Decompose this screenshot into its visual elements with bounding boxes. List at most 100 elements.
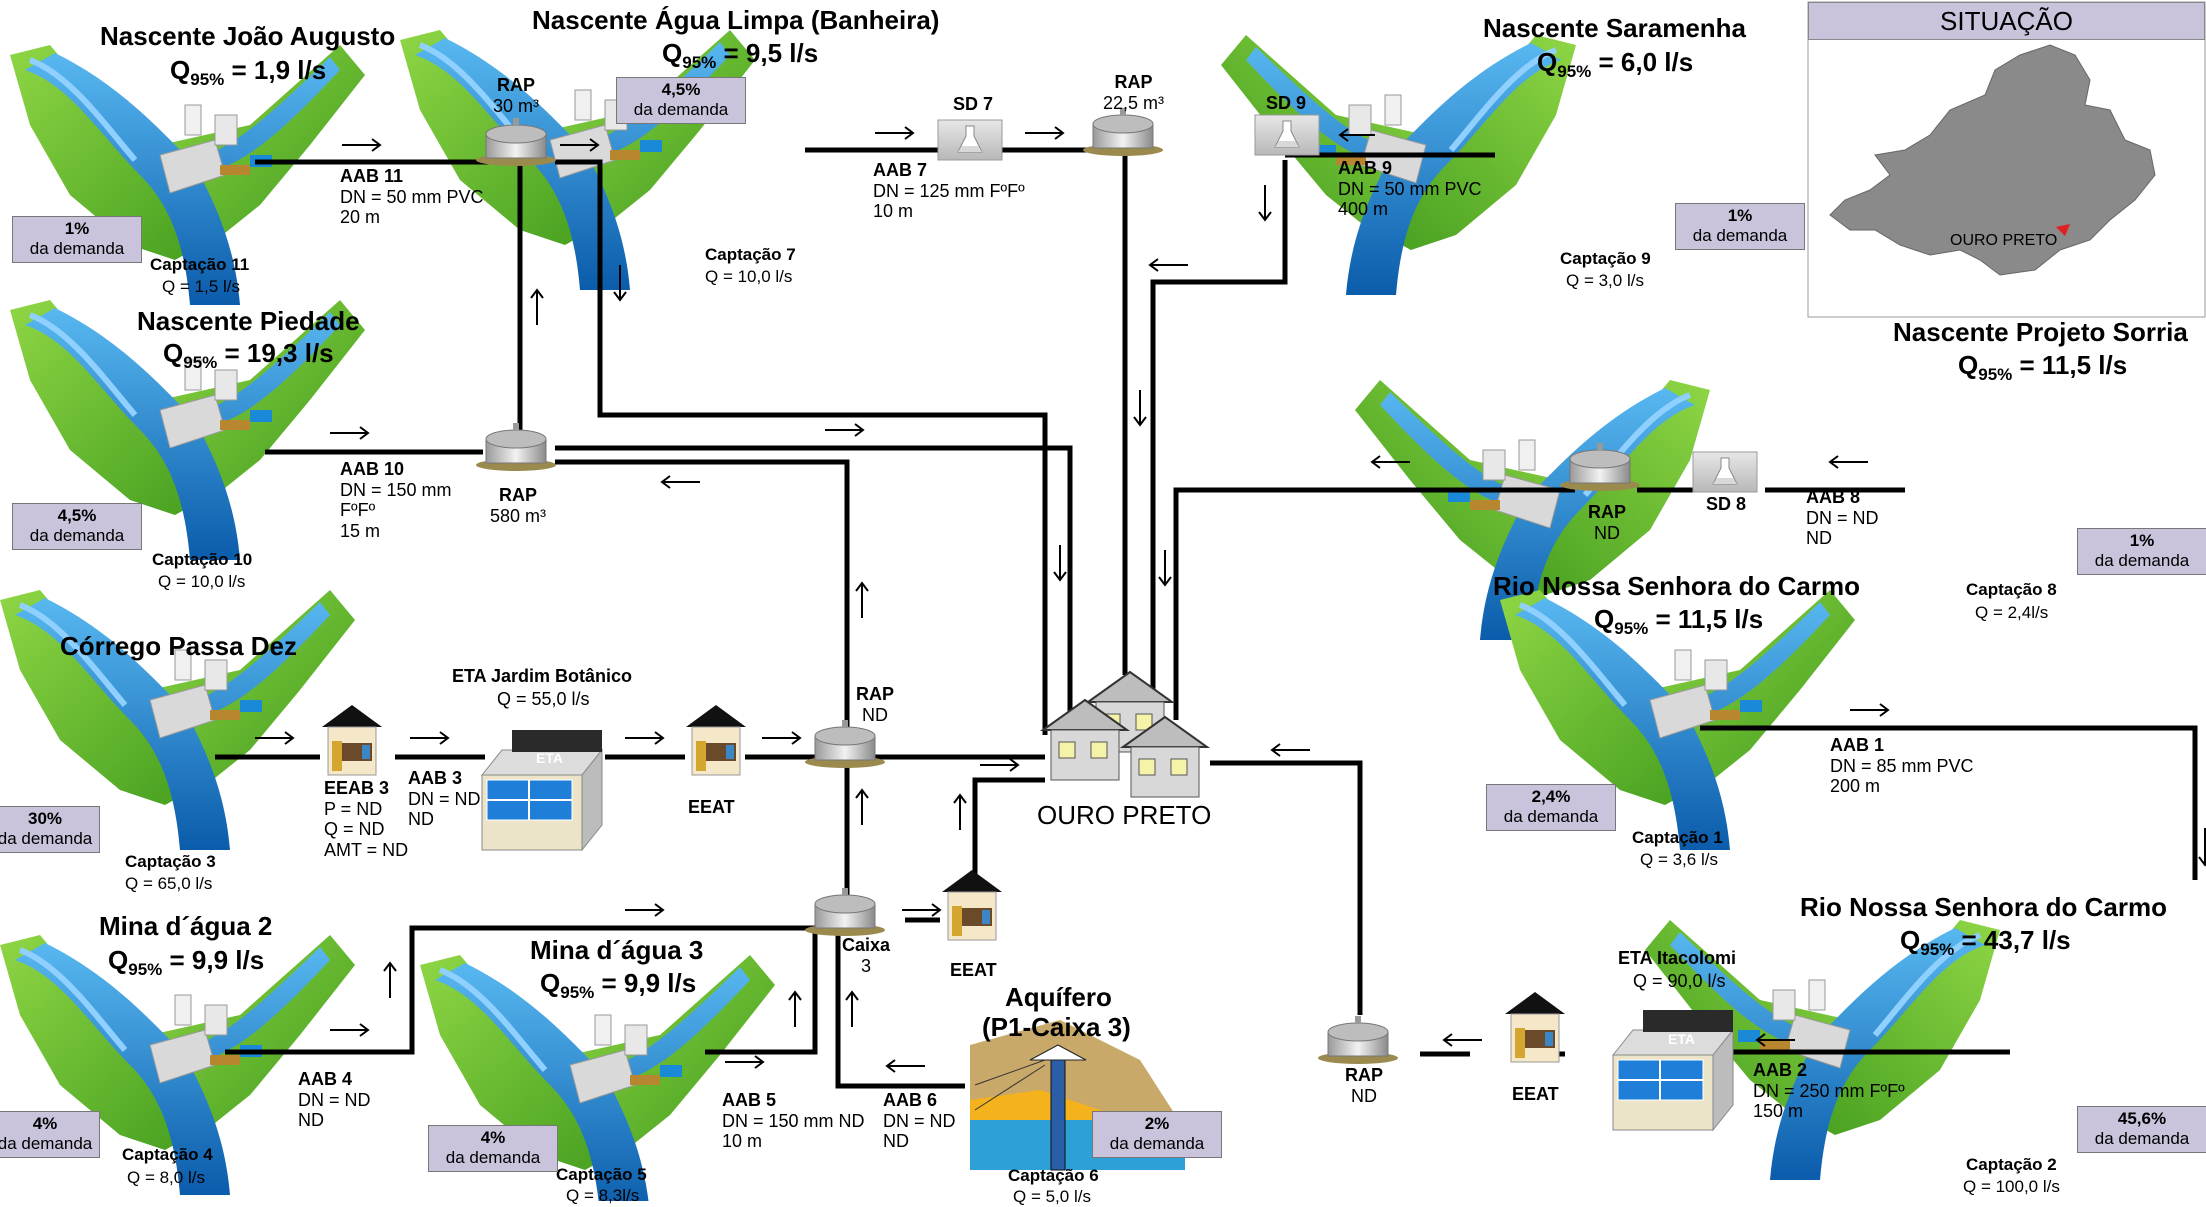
sd9-label: SD 9 <box>1266 93 1307 113</box>
sd8-icon <box>1692 451 1758 493</box>
demand-box-3: 30%da demanda <box>0 806 100 853</box>
cap-7: Captação 7 <box>705 245 796 264</box>
cap-11: Captação 11 <box>150 255 250 274</box>
capq-10: Q = 10,0 l/s <box>158 572 246 591</box>
demand-box-10: 4,5%da demanda <box>12 503 142 550</box>
demand-box-11: 1%da demanda <box>12 216 142 263</box>
q-mina-2: Q95% = 9,9 l/s <box>108 945 265 980</box>
q-piedade: Q95% = 19,3 l/s <box>163 338 334 373</box>
situacao-map-frame <box>1807 1 2206 318</box>
eta-itacolomi-q: Q = 90,0 l/s <box>1633 971 1726 991</box>
capq-4: Q = 8,0 l/s <box>127 1168 205 1187</box>
demand-box-6: 2%da demanda <box>1092 1111 1222 1158</box>
sd8-label: SD 8 <box>1706 494 1747 514</box>
q-saramenha: Q95% = 6,0 l/s <box>1537 47 1694 82</box>
title-carmo-2: Rio Nossa Senhora do Carmo <box>1800 892 2167 922</box>
capq-7: Q = 10,0 l/s <box>705 267 793 286</box>
capq-5: Q = 8,3l/s <box>566 1186 640 1205</box>
demand-box-4: 4%da demanda <box>0 1111 100 1158</box>
capq-8: Q = 2,4l/s <box>1975 603 2049 622</box>
demand-box-1: 2,4%da demanda <box>1486 784 1616 831</box>
title-mina-2: Mina d´água 2 <box>99 911 273 941</box>
capq-6: Q = 5,0 l/s <box>1013 1187 1091 1206</box>
title-carmo-1: Rio Nossa Senhora do Carmo <box>1493 571 1860 601</box>
sd9-icon <box>1254 114 1320 156</box>
subtitle-aquifero: (P1-Caixa 3) <box>982 1012 1131 1042</box>
rap-22-tank <box>1082 107 1164 157</box>
pipelines <box>215 147 2198 1089</box>
q-joao-augusto: Q95% = 1,9 l/s <box>170 55 327 90</box>
title-joao-augusto: Nascente João Augusto <box>100 21 396 51</box>
title-projeto-sorria: Nascente Projeto Sorria <box>1893 317 2188 347</box>
q-agua-limpa: Q95% = 9,5 l/s <box>662 38 819 73</box>
demand-box-2: 45,6%da demanda <box>2077 1106 2206 1153</box>
eta-itacolomi-icon <box>1612 1009 1734 1131</box>
capq-1: Q = 3,6 l/s <box>1640 850 1718 869</box>
demand-box-7: 4,5%da demanda <box>616 77 746 124</box>
sd7-icon <box>937 119 1003 161</box>
cap-6: Captação 6 <box>1008 1166 1099 1185</box>
eta-jb-name: ETA Jardim Botânico <box>452 666 633 686</box>
cap-5: Captação 5 <box>556 1165 647 1184</box>
eta-jb-plate: ETA <box>536 750 563 766</box>
rap-580-tank <box>475 422 557 472</box>
eeat-itacolomi-label: EEAT <box>1512 1084 1559 1104</box>
title-saramenha: Nascente Saramenha <box>1483 13 1747 43</box>
city-label: OURO PRETO <box>1037 800 1212 830</box>
situacao-title: SITUAÇÃO <box>1808 2 2205 40</box>
eeat-caixa-label: EEAT <box>950 960 997 980</box>
q-carmo-2: Q95% = 43,7 l/s <box>1900 925 2071 960</box>
cap-9: Captação 9 <box>1560 249 1651 268</box>
q-mina-3: Q95% = 9,9 l/s <box>540 968 697 1003</box>
demand-box-9: 1%da demanda <box>1675 203 1805 250</box>
minas-gerais-map <box>1829 44 2156 276</box>
cap-2: Captação 2 <box>1966 1155 2057 1174</box>
capq-2: Q = 100,0 l/s <box>1963 1177 2060 1196</box>
title-agua-limpa: Nascente Água Limpa (Banheira) <box>532 5 940 35</box>
eta-jardim-botanico-icon <box>481 729 603 851</box>
demand-box-8: 1%da demanda <box>2077 528 2206 575</box>
q-carmo-1: Q95% = 11,5 l/s <box>1594 604 1764 639</box>
cap-3: Captação 3 <box>125 852 216 871</box>
title-passa-dez: Córrego Passa Dez <box>60 631 297 661</box>
eeab3-icon <box>321 704 383 776</box>
rap-nd-bottom-tank <box>1317 1015 1399 1065</box>
flow-arrows <box>255 126 2206 1073</box>
title-piedade: Nascente Piedade <box>137 306 360 336</box>
q-projeto-sorria: Q95% = 11,5 l/s <box>1958 350 2128 385</box>
capq-3: Q = 65,0 l/s <box>125 874 213 893</box>
rap-nd-center-tank <box>804 719 886 769</box>
cap-8: Captação 8 <box>1966 580 2057 599</box>
eeat-jb-icon <box>685 704 747 776</box>
cap-10: Captação 10 <box>152 550 253 569</box>
cap-4: Captação 4 <box>122 1145 213 1164</box>
eeat-jb-label: EEAT <box>688 797 735 817</box>
capq-9: Q = 3,0 l/s <box>1566 271 1644 290</box>
demand-box-5: 4%da demanda <box>428 1125 558 1172</box>
sd7-label: SD 7 <box>953 94 994 114</box>
eta-itacolomi-plate: ETA <box>1668 1031 1695 1047</box>
situacao-city-label: OURO PRETO <box>1950 232 2058 249</box>
title-mina-3: Mina d´água 3 <box>530 935 704 965</box>
capq-11: Q = 1,5 l/s <box>162 277 240 296</box>
eeat-caixa-icon <box>941 869 1003 941</box>
